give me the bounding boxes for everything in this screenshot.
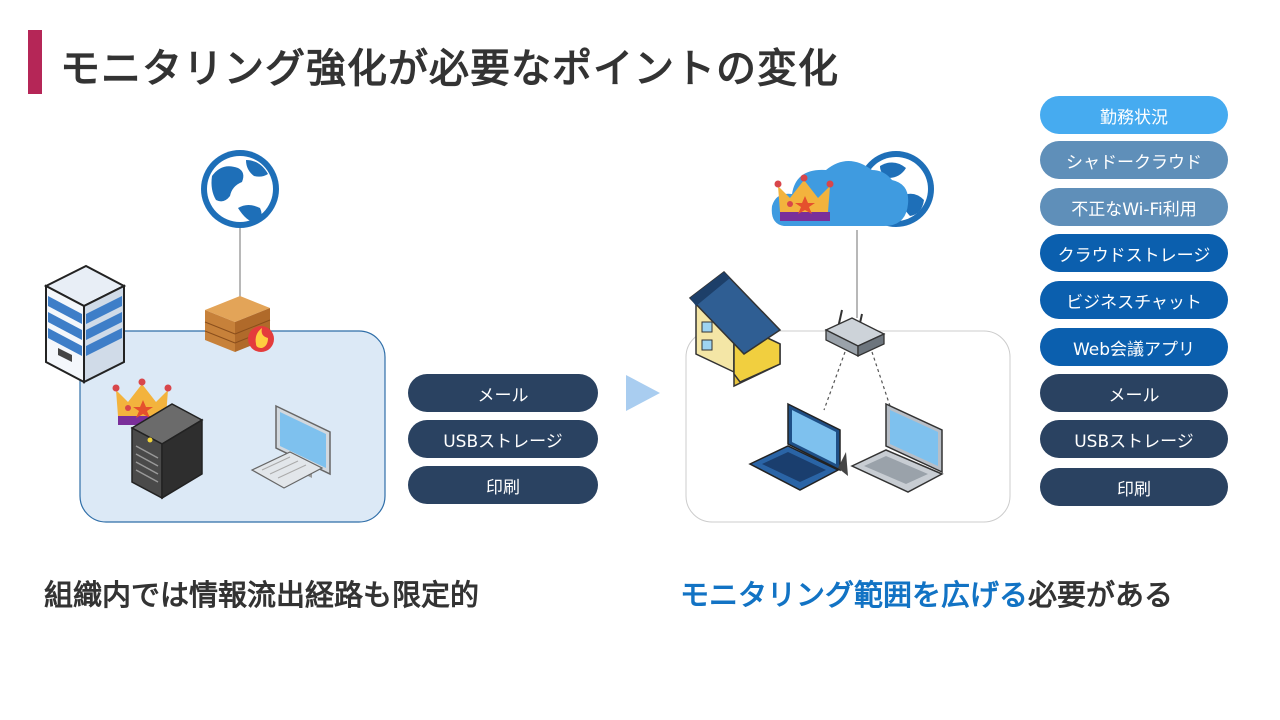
tower-server-icon xyxy=(130,403,204,500)
caption-right: モニタリング範囲を広げる必要がある xyxy=(680,572,1173,614)
cloud-icon xyxy=(771,151,934,318)
title-accent-bar xyxy=(28,30,42,94)
laptop-icon xyxy=(850,402,944,493)
house-icon xyxy=(688,270,782,388)
firewall-icon xyxy=(204,296,274,352)
server-rack-icon xyxy=(43,264,127,384)
tag-right-print: 印刷 xyxy=(1040,468,1228,506)
tag-right-usb-storage: USBストレージ xyxy=(1040,420,1228,458)
tag-left-mail: メール xyxy=(408,374,598,412)
caption-right-rest: 必要がある xyxy=(1028,578,1174,612)
tablet-laptop-icon xyxy=(748,402,848,491)
tag-right-rogue-wifi: 不正なWi-Fi利用 xyxy=(1040,188,1228,226)
caption-left: 組織内では情報流出経路も限定的 xyxy=(44,578,480,612)
tag-right-shadow-cloud: シャドークラウド xyxy=(1040,141,1228,179)
tag-right-work-status: 勤務状況 xyxy=(1040,96,1228,134)
caption-right-highlight: モニタリング範囲を広げる xyxy=(680,578,1029,612)
globe-icon xyxy=(201,150,279,298)
wifi-router-icon xyxy=(824,309,886,358)
tag-left-usb-storage: USBストレージ xyxy=(408,420,598,458)
desktop-pc-icon xyxy=(250,404,331,489)
office-network-box xyxy=(79,330,386,523)
arrow-right-icon xyxy=(626,375,660,411)
tag-right-cloud-storage: クラウドストレージ xyxy=(1040,234,1228,272)
tag-right-web-meeting-app: Web会議アプリ xyxy=(1040,328,1228,366)
tag-right-mail: メール xyxy=(1040,374,1228,412)
page-title: モニタリング強化が必要なポイントの変化 xyxy=(60,46,839,92)
tag-left-print: 印刷 xyxy=(408,466,598,504)
crown-icon xyxy=(774,174,834,221)
tag-right-business-chat: ビジネスチャット xyxy=(1040,281,1228,319)
crown-icon xyxy=(112,378,172,425)
